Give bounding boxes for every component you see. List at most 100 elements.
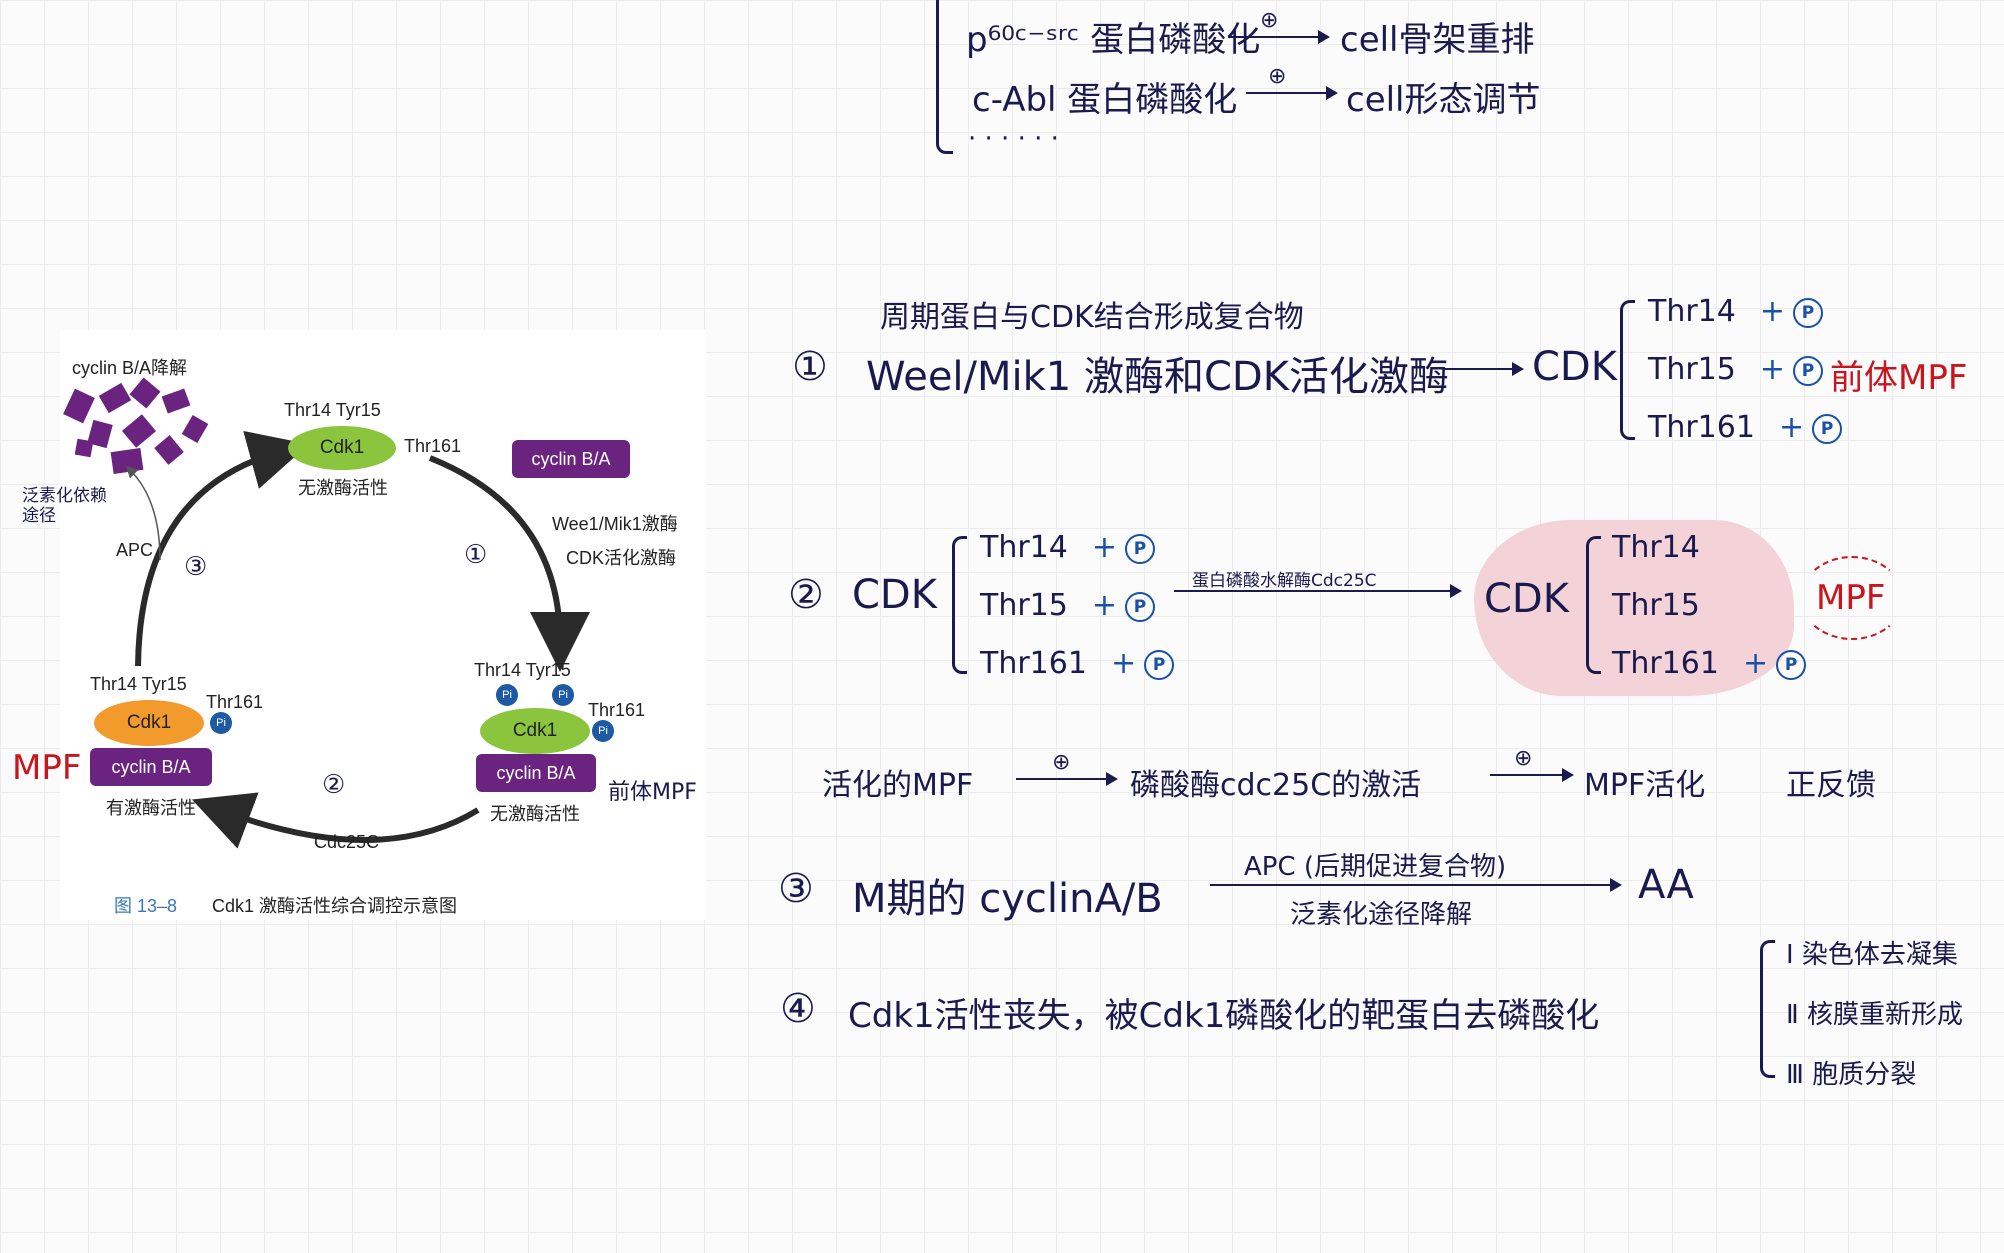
feedback-b: 磷酸酶cdc25C的激活 xyxy=(1130,768,1422,803)
step3-label: ③ xyxy=(184,552,208,582)
feedback-arrow-1 xyxy=(1016,772,1118,786)
left-status: 有激酶活性 xyxy=(106,798,196,818)
plus-sign: + xyxy=(1759,294,1785,329)
figure-caption-number: 图 13–8 xyxy=(114,896,178,916)
mpf-highlight-cloud xyxy=(1474,520,1794,696)
right-pi-thr14: Pi xyxy=(496,684,518,706)
phosphate-icon: P xyxy=(1144,649,1175,680)
phosphate-icon: P xyxy=(1793,297,1823,328)
note1-row-thr15: Thr15 + P xyxy=(1648,352,1823,387)
top-cdk1: Cdk1 xyxy=(288,426,396,470)
phosphate-icon: P xyxy=(1125,533,1155,564)
note2-active-site: Thr14 xyxy=(1612,530,1700,565)
phosphate-icon: P xyxy=(1793,355,1823,386)
note3-result: AA xyxy=(1638,862,1694,908)
mpf-burst-icon xyxy=(1800,556,1904,640)
note4-item-1: Ⅰ 染色体去凝集 xyxy=(1786,940,1958,970)
feedback-arrow-2 xyxy=(1490,768,1574,782)
right-thr161: Thr161 xyxy=(588,700,646,720)
phosphate-icon: P xyxy=(1125,591,1155,622)
plus-sign: + xyxy=(1759,352,1785,387)
figure-caption-text: Cdk1 激酶活性综合调控示意图 xyxy=(212,896,458,916)
note2-cdk-active: CDK xyxy=(1484,576,1569,622)
phosphate-icon: P xyxy=(1776,649,1807,680)
plus-sign: + xyxy=(1778,410,1805,445)
plus-sign: + xyxy=(1110,646,1137,681)
left-cdk1: Cdk1 xyxy=(94,700,204,746)
ubiquitin-pathway-note: 泛素化依赖 途径 xyxy=(22,486,107,526)
note2-row-thr14: Thr14 + P xyxy=(980,530,1155,565)
step1-label: ① xyxy=(464,540,488,570)
note2-active-row-thr15: Thr15 xyxy=(1612,588,1700,623)
note2-brace xyxy=(952,536,967,674)
top-line2-left: c-Abl 蛋白磷酸化 xyxy=(972,80,1238,120)
top-line2-arrow xyxy=(1246,86,1338,100)
note1-site: Thr15 xyxy=(1648,352,1736,387)
right-phospho-sites: Thr14 Tyr15 xyxy=(474,660,571,680)
arrow-step3 xyxy=(135,430,309,667)
plus-sign: + xyxy=(1091,588,1117,623)
note2-active-row-thr14: Thr14 xyxy=(1612,530,1700,565)
note2-site: Thr15 xyxy=(980,588,1068,623)
note4-item-2: Ⅱ 核膜重新形成 xyxy=(1786,1000,1964,1030)
free-cyclin: cyclin B/A xyxy=(512,440,630,478)
note2-brace-active xyxy=(1586,536,1601,674)
note2-active-row-thr161: Thr161 +P xyxy=(1612,646,1807,681)
left-pi-thr161: Pi xyxy=(210,712,232,734)
arrow-apc xyxy=(125,465,161,561)
top-phospho-sites: Thr14 Tyr15 xyxy=(284,400,381,420)
note2-active-site: Thr161 xyxy=(1612,646,1719,681)
kinase-cak: CDK活化激酶 xyxy=(566,548,677,568)
arrow-step1 xyxy=(428,455,590,672)
plus-sign: + xyxy=(1742,646,1769,681)
feedback-d: 正反馈 xyxy=(1786,768,1876,803)
note4-brace xyxy=(1760,940,1775,1078)
note3-text: M期的 cyclinA/B xyxy=(852,876,1163,922)
note2-row-thr161: Thr161+P xyxy=(980,646,1175,681)
note1-row-thr14: Thr14 + P xyxy=(1648,294,1823,329)
left-cyclin: cyclin B/A xyxy=(90,748,212,786)
feedback-c: MPF活化 xyxy=(1584,768,1706,803)
note1-result: 前体MPF xyxy=(1830,358,1968,398)
note1-header: 周期蛋白与CDK结合形成复合物 xyxy=(880,300,1304,335)
cdc25c-label: Cdc25C xyxy=(314,832,380,852)
top-ellipsis: · · · · · · xyxy=(968,124,1059,154)
note2-num: ② xyxy=(788,572,824,618)
note1-num: ① xyxy=(792,344,828,390)
note1-site: Thr161 xyxy=(1648,410,1755,445)
top-line1-plus: ⊕ xyxy=(1260,8,1279,33)
right-pi-thr161: Pi xyxy=(592,720,614,742)
note1-site: Thr14 xyxy=(1648,294,1736,329)
arrow-step2 xyxy=(191,792,480,849)
note1-row-thr161: Thr161+P xyxy=(1648,410,1843,445)
note2-arrow xyxy=(1174,584,1462,598)
note1-arrow xyxy=(1444,362,1524,376)
note2-cdk: CDK xyxy=(852,572,937,618)
note1-cdk: CDK xyxy=(1532,344,1617,390)
note3-below: 泛素化途径降解 xyxy=(1290,900,1473,930)
right-cdk1: Cdk1 xyxy=(480,708,590,754)
note1-text: Weel/Mik1 激酶和CDK活化激酶 xyxy=(866,354,1449,400)
kinase-wee1: Wee1/Mik1激酶 xyxy=(552,514,678,534)
step2-label: ② xyxy=(322,770,346,800)
note2-active-site: Thr15 xyxy=(1612,588,1700,623)
right-status: 无激酶活性 xyxy=(490,804,580,824)
note3-arrow xyxy=(1210,878,1622,892)
feedback-plus-1: ⊕ xyxy=(1052,750,1071,775)
plus-sign: + xyxy=(1091,530,1117,565)
left-mpf-note: MPF xyxy=(12,748,82,788)
right-cyclin: cyclin B/A xyxy=(476,754,596,792)
note2-site: Thr14 xyxy=(980,530,1068,565)
degrade-label: cyclin B/A降解 xyxy=(72,358,188,378)
feedback-plus-2: ⊕ xyxy=(1514,746,1533,771)
top-line1-left: p⁶⁰ᶜ⁻ˢʳᶜ 蛋白磷酸化 xyxy=(966,20,1261,60)
note4-item-3: Ⅲ 胞质分裂 xyxy=(1786,1060,1917,1090)
top-line1-arrow xyxy=(1228,30,1330,44)
note4-text: Cdk1活性丧失，被Cdk1磷酸化的靶蛋白去磷酸化 xyxy=(848,996,1600,1036)
left-phospho-sites: Thr14 Tyr15 xyxy=(90,674,187,694)
apc-label: APC xyxy=(116,540,154,560)
top-line2-right: cell形态调节 xyxy=(1346,80,1541,120)
note3-num: ③ xyxy=(778,866,814,912)
note1-brace xyxy=(1620,300,1635,440)
note2-row-thr15: Thr15 + P xyxy=(980,588,1155,623)
